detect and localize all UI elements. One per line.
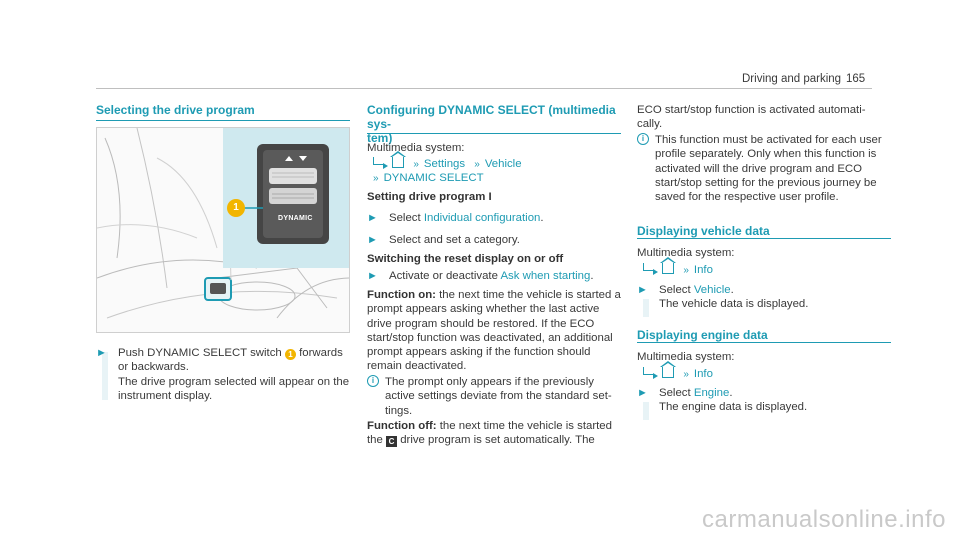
- heading-displaying-vehicle-data: Displaying vehicle data: [637, 224, 770, 238]
- illustration-dynamic-select: DYNAMIC 1: [96, 127, 350, 333]
- function-on-paragraph: Function on: the next time the vehicle i…: [367, 289, 621, 373]
- step-bar: [643, 402, 649, 420]
- menu-path-settings-vehicle: »Settings »Vehicle: [367, 151, 522, 172]
- heading-displaying-engine-data: Displaying engine data: [637, 328, 768, 342]
- menu-path-info: »Info: [637, 361, 713, 382]
- chevron-right-icon: »: [683, 265, 689, 276]
- heading-configuring-dynamic-select: Configuring DYNAMIC SELECT (multimedia s…: [367, 103, 616, 145]
- step-select-vehicle: ► Select Vehicle. The vehicle data is di…: [637, 284, 809, 311]
- page-header-section: Driving and parking: [742, 73, 842, 85]
- page-number: 165: [846, 73, 866, 85]
- heading-rule: [367, 133, 621, 135]
- step-activate-ask-when-starting: ► Activate or deactivate Ask when starti…: [367, 270, 594, 282]
- menu-hook-icon: [373, 157, 388, 169]
- step-bar: [102, 352, 108, 400]
- chevron-right-icon: »: [683, 369, 689, 380]
- home-icon: [660, 361, 677, 378]
- step-arrow-icon: ►: [367, 212, 378, 224]
- home-icon: [660, 257, 677, 274]
- step-arrow-icon: ►: [637, 387, 648, 399]
- menu-hook-icon: [643, 367, 658, 379]
- step-arrow-icon: ►: [367, 270, 378, 282]
- chevron-right-icon: »: [373, 173, 379, 184]
- step-arrow-icon: ►: [637, 284, 648, 296]
- multimedia-label: Multimedia system:: [637, 247, 735, 259]
- function-off-paragraph: Function off: the next time the vehicle …: [367, 420, 612, 448]
- home-icon: [390, 151, 407, 168]
- page-header-rule: [96, 88, 872, 89]
- step-arrow-icon: ►: [96, 347, 107, 359]
- step-select-engine: ► Select Engine. The engine data is disp…: [637, 387, 808, 414]
- heading-rule: [637, 342, 891, 344]
- drive-program-c-icon: C: [386, 436, 398, 448]
- step-select-individual-configuration: ► Select Individual configuration.: [367, 212, 544, 224]
- continued-paragraph: ECO start/stop function is activated aut…: [637, 104, 866, 131]
- chevron-right-icon: »: [413, 159, 419, 170]
- subheading-setting-drive-program: Setting drive program I: [367, 191, 492, 203]
- multimedia-label: Multimedia system:: [637, 351, 735, 363]
- step-push-dynamic-select: ► Push DYNAMIC SELECT switch 1 forwards …: [96, 347, 350, 402]
- menu-path-info: »Info: [637, 257, 713, 278]
- step-bar: [643, 299, 649, 317]
- info-icon: i: [367, 375, 379, 387]
- watermark: carmanualsonline.info: [702, 505, 946, 533]
- note-prompt-appears: i The prompt only appears if the previou…: [367, 375, 629, 418]
- callout-1-inline: 1: [284, 349, 296, 360]
- info-icon: i: [637, 133, 649, 145]
- heading-rule: [96, 120, 350, 122]
- dynamic-button-label: DYNAMIC: [278, 215, 313, 222]
- console-drawing: [97, 128, 349, 332]
- multimedia-label: Multimedia system:: [367, 142, 465, 154]
- step-select-category: ► Select and set a category.: [367, 234, 520, 246]
- step-arrow-icon: ►: [367, 234, 378, 246]
- menu-path-dynamic-select: »DYNAMIC SELECT: [373, 172, 484, 184]
- note-per-user-profile: i This function must be activated for ea…: [637, 133, 887, 204]
- callout-1: 1: [227, 199, 245, 217]
- chevron-right-icon: »: [474, 159, 480, 170]
- subheading-switching-reset-display: Switching the reset display on or off: [367, 253, 564, 265]
- heading-rule: [637, 238, 891, 240]
- menu-hook-icon: [643, 263, 658, 275]
- heading-selecting-drive-program: Selecting the drive program: [96, 103, 255, 117]
